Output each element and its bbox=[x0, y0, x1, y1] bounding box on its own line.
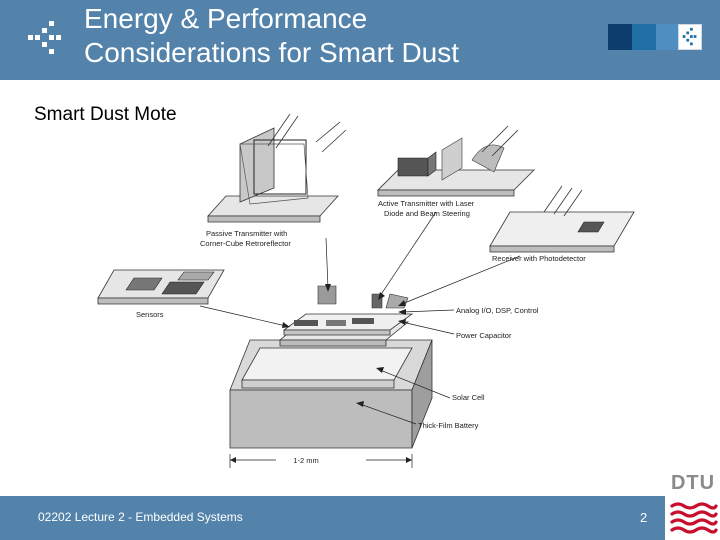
label-passive-transmitter-1: Passive Transmitter with bbox=[206, 229, 287, 238]
header-color-squares bbox=[608, 24, 702, 50]
circuit-board-stack bbox=[278, 313, 414, 347]
dtu-stripes-icon bbox=[670, 502, 718, 534]
dark-blue-square bbox=[608, 24, 632, 50]
top-components bbox=[317, 285, 409, 309]
passive-transmitter bbox=[207, 113, 347, 223]
dtu-logo-text: DTU bbox=[670, 472, 716, 494]
page-number: 2 bbox=[640, 510, 648, 525]
solar-cell-layer bbox=[241, 347, 413, 389]
label-thick-film-battery: Thick-Film Battery bbox=[418, 421, 479, 430]
arrow-small-icon bbox=[682, 27, 697, 46]
slide-footer: 02202 Lecture 2 - Embedded Systems 2 bbox=[0, 496, 665, 540]
arrow-heads bbox=[230, 284, 412, 463]
title-line-1: Energy & Performance bbox=[84, 3, 368, 34]
label-passive-transmitter-2: Corner-Cube Retroreflector bbox=[200, 239, 291, 248]
label-receiver: Receiver with Photodetector bbox=[492, 254, 586, 263]
dtu-logo: DTU bbox=[668, 472, 718, 538]
label-active-transmitter-1: Active Transmitter with Laser bbox=[378, 199, 475, 208]
label-power-capacitor: Power Capacitor bbox=[456, 331, 512, 340]
white-logo-square bbox=[678, 24, 702, 50]
label-active-transmitter-2: Diode and Beam Steering bbox=[384, 209, 470, 218]
smart-dust-mote-diagram: Passive Transmitter with Corner-Cube Ret… bbox=[97, 113, 635, 468]
mid-blue-square bbox=[632, 24, 656, 50]
receiver-photodetector bbox=[489, 185, 635, 253]
arrow-logo-icon bbox=[28, 21, 61, 54]
leader-lines bbox=[199, 211, 521, 468]
slide-header: Energy & Performance Considerations for … bbox=[0, 0, 720, 80]
light-blue-square bbox=[656, 24, 680, 50]
footer-course-label: 02202 Lecture 2 - Embedded Systems bbox=[38, 510, 243, 524]
sensors-board bbox=[97, 269, 225, 305]
title-line-2: Considerations for Smart Dust bbox=[84, 37, 460, 68]
label-dimension: 1-2 mm bbox=[293, 456, 318, 465]
slide-title: Energy & Performance Considerations for … bbox=[84, 2, 604, 70]
label-analog-dsp: Analog I/O, DSP, Control bbox=[456, 306, 539, 315]
label-solar-cell: Solar Cell bbox=[452, 393, 485, 402]
slide-subtitle: Smart Dust Mote bbox=[34, 104, 177, 125]
active-transmitter bbox=[377, 125, 535, 197]
label-sensors: Sensors bbox=[136, 310, 164, 319]
